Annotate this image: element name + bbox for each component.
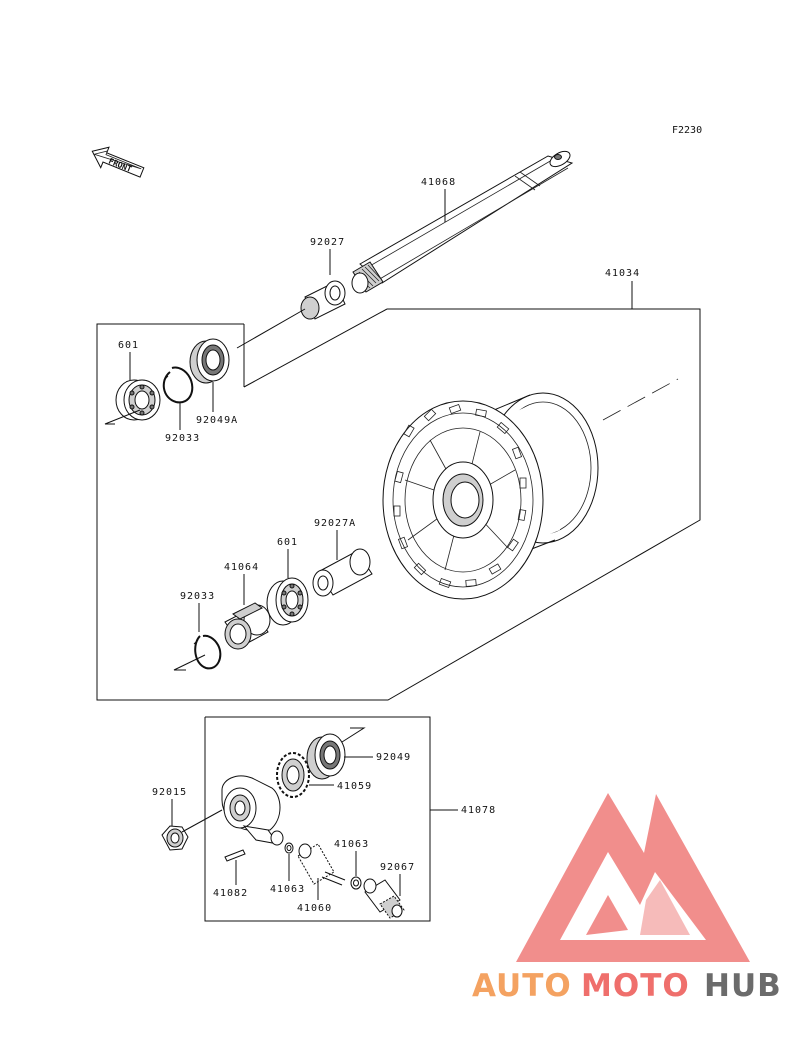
label-pin: 41082	[213, 888, 248, 899]
pinion-part	[297, 843, 346, 886]
axle-nut-part	[161, 809, 223, 851]
axle-part	[351, 150, 574, 294]
figure-code: F2230	[672, 125, 702, 136]
wheel-hub-part	[382, 378, 679, 600]
label-washer-b: 41063	[334, 839, 369, 850]
label-bushing: 92067	[380, 862, 415, 873]
oil-seal-gear-part	[306, 733, 346, 780]
gear-drive-part	[276, 752, 310, 798]
label-gearbox-assembly: 41078	[461, 805, 496, 816]
distance-collar-part	[224, 602, 271, 650]
hub-assembly-box	[96, 308, 701, 701]
label-oil-seal-gear: 92049	[376, 752, 411, 763]
label-bearing-center: 601	[277, 537, 298, 548]
gear-housing-part	[221, 775, 284, 846]
label-washer-a: 41063	[270, 884, 305, 895]
label-gear-drive: 41059	[337, 781, 372, 792]
gearbox-assembly-box	[204, 716, 431, 922]
oil-seal-top-part	[189, 338, 230, 384]
label-hub-assembly: 41034	[605, 268, 640, 279]
collar-top-part	[300, 280, 346, 320]
logo-text-part1: AUTO	[472, 968, 572, 1004]
logo-text-part2: MOTO	[581, 968, 690, 1004]
label-circlip-top: 92033	[165, 433, 200, 444]
label-bearing-left: 601	[118, 340, 139, 351]
label-collar-inner: 92027A	[314, 518, 356, 529]
label-circlip-bottom: 92033	[180, 591, 215, 602]
bearing-center-part	[266, 577, 309, 626]
label-distance-collar: 41064	[224, 562, 259, 573]
circlip-bottom-part	[193, 634, 222, 670]
bushing-part	[363, 878, 405, 919]
bearing-left-part	[115, 379, 161, 421]
label-oil-seal-top: 92049A	[196, 415, 238, 426]
label-axle-nut: 92015	[152, 787, 187, 798]
collar-inner-part	[312, 548, 373, 597]
circlip-top-part	[162, 366, 194, 404]
washer-b-part	[350, 876, 362, 890]
label-pinion: 41060	[297, 903, 332, 914]
logo-text-part3: HUB	[704, 968, 782, 1004]
autobrand-logo	[516, 793, 750, 962]
label-axle: 41068	[421, 177, 456, 188]
label-collar-top: 92027	[310, 237, 345, 248]
pin-part	[224, 849, 246, 862]
washer-a-part	[284, 842, 294, 854]
front-arrow-icon: FRONT	[91, 146, 145, 178]
axle-thread	[351, 261, 384, 294]
